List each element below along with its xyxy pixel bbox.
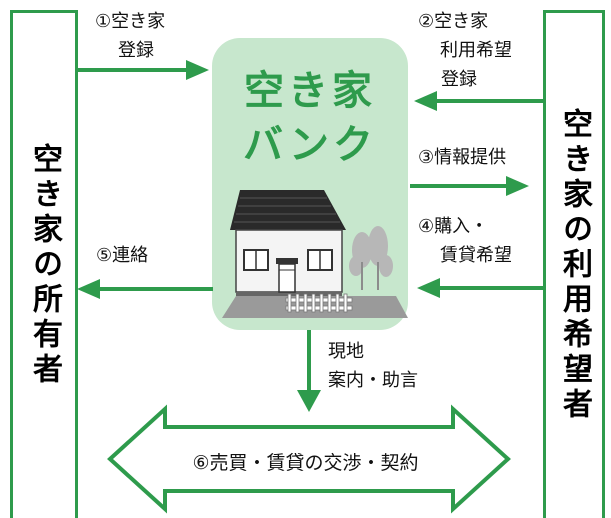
arrow-info	[410, 176, 529, 196]
step1-label-line1: ①空き家	[95, 11, 166, 32]
user-label: 空き家の利用希望者	[557, 108, 592, 423]
step2-label-line3: 登録	[441, 69, 477, 90]
step4-label-line2: 賃貸希望	[440, 245, 512, 266]
step3-label: ③情報提供	[418, 147, 507, 168]
arrow-purchase-request	[417, 278, 543, 298]
arrow-register-house	[75, 60, 209, 80]
arrow-negotiation	[107, 404, 511, 514]
step6-label: ⑥売買・賃貸の交渉・契約	[192, 452, 419, 474]
owner-label: 空き家の所有者	[27, 143, 62, 388]
step2-label-line1: ②空き家	[418, 11, 489, 32]
bank-title-line2: バンク	[243, 122, 377, 168]
owner-panel: 空き家の所有者	[10, 10, 78, 518]
step4-label-line1: ④購入・	[418, 216, 489, 237]
house-illustration	[222, 190, 408, 318]
bank-title-line1: 空き家	[244, 68, 376, 114]
step1-label-line2: 登録	[118, 40, 154, 61]
site-visit-label-line2: 案内・助言	[328, 370, 418, 391]
step5-label: ⑤連絡	[96, 245, 149, 266]
arrow-contact	[77, 279, 213, 299]
arrow-register-user	[414, 91, 543, 111]
step2-label-line2: 利用希望	[440, 40, 512, 61]
arrow-site-visit	[297, 330, 321, 412]
user-panel: 空き家の利用希望者	[543, 10, 605, 518]
site-visit-label-line1: 現地	[328, 341, 364, 362]
